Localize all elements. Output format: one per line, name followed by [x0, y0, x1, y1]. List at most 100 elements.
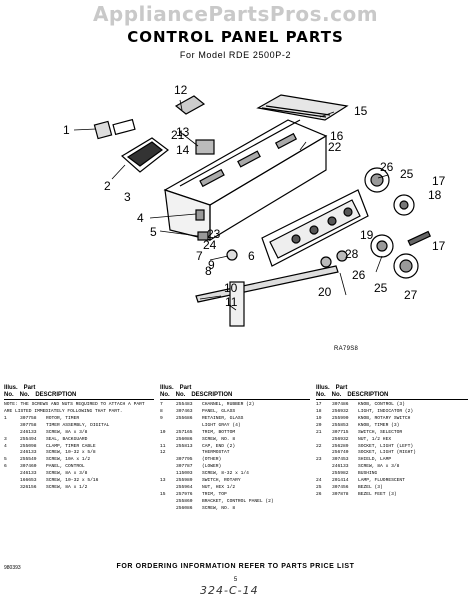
part-description: RETAINER, GLASS [202, 415, 244, 421]
illus-no [316, 437, 332, 444]
part-description: BUSHING [358, 471, 378, 477]
end-cap [229, 281, 245, 327]
part-description: BEZEL (3) [358, 484, 383, 490]
watermark: AppliancePartsPros.com [92, 2, 379, 26]
page-title: CONTROL PANEL PARTS [127, 28, 344, 46]
part-no: 255990 [332, 415, 349, 421]
part-description: SCREW, 10A x 1/2 [46, 457, 91, 463]
callout-17b: 17 [432, 239, 446, 253]
part-no [176, 423, 202, 430]
parts-row: 5 255549 SCREW, 10A x 1/2 [4, 457, 154, 464]
illus-no: 6 [4, 464, 7, 470]
illus-no: 9 [160, 415, 163, 421]
backguard-seal [120, 137, 169, 173]
illus-no: 10 [160, 429, 166, 435]
illus-no: 26 [316, 491, 322, 497]
callout-12: 12 [174, 83, 188, 97]
part-no: 255989 [176, 477, 193, 483]
illus-no: 23 [316, 457, 322, 463]
callout-28: 28 [345, 247, 359, 261]
illus-no: 20 [316, 422, 322, 428]
illus-no [4, 423, 20, 430]
part-description: SCREW, 8A x 3/8 [46, 471, 88, 477]
part-no: 256086 [176, 436, 193, 442]
part-no: 256932 [332, 436, 349, 442]
part-no: 307486 [332, 402, 349, 408]
part-description: SHIELD, LAMP [358, 457, 392, 463]
part-description: (OTHER) [202, 457, 222, 463]
document-code: 980393 [4, 565, 21, 571]
part-no: 256289 [332, 443, 349, 449]
callout-numbers: 1 2 3 4 5 6 7 8 9 10 11 12 13 14 15 16 1… [63, 83, 446, 309]
part-description: NUT, HEX 1/2 [202, 484, 236, 490]
part-no: 255982 [332, 471, 349, 477]
callout-10: 10 [224, 281, 238, 295]
parts-row: LIGHT GRAY (4) [160, 423, 310, 430]
illus-no: 1 [4, 415, 7, 421]
illus-no [160, 499, 176, 506]
illus-no [160, 457, 176, 464]
parts-row: 307787(LOWER) [160, 464, 310, 471]
handwritten-note: 324-C-14 [200, 584, 259, 597]
parts-list-column-1: Illus.Part No.No.DESCRIPTION NOTE: THE S… [4, 385, 154, 492]
parts-row: 13 255989 SWITCH, ROTARY [160, 478, 310, 485]
illus-no: 13 [160, 477, 166, 483]
part-description: SCREW, 8A x 1/2 [46, 484, 88, 490]
part-description: NUT, 1/2 HEX [358, 436, 392, 442]
callout-13: 13 [176, 125, 190, 139]
callout-21: 21 [171, 128, 185, 142]
part-no: 307878 [332, 491, 349, 497]
illus-no: 11 [160, 443, 166, 449]
parts-row: 26 307878 BEZEL FEET (3) [316, 492, 468, 499]
part-no: 307795 [176, 457, 193, 463]
part-description: BEZEL FEET (3) [358, 491, 397, 497]
callout-27: 27 [404, 288, 418, 302]
part-no: 255549 [20, 457, 37, 463]
timer-assembly [174, 95, 206, 115]
illus-no [316, 471, 332, 478]
illus-no: 7 [160, 402, 163, 408]
part-description: SCREW, NO. 8 [202, 505, 236, 511]
illus-no [160, 464, 176, 471]
parts-row: 307795 (OTHER) [160, 457, 310, 464]
callout-4: 4 [137, 211, 144, 225]
part-no: 201414 [332, 477, 349, 483]
parts-row: 255982 BUSHING [316, 471, 468, 478]
illus-no: 3 [4, 436, 7, 442]
illus-no: 12 [160, 450, 166, 456]
part-description: SCREW, 8A x 3/8 [46, 429, 88, 435]
screws-note: NOTE: THE SCREWS AND NUTS REQUIRED TO AT… [4, 402, 145, 415]
part-description: KNOB, TIMER (3) [358, 422, 400, 428]
callout-20: 20 [318, 285, 332, 299]
illus-no: 5 [4, 457, 7, 463]
glass-panel [261, 189, 369, 267]
illus-no: 22 [316, 443, 322, 449]
illus-no: 15 [160, 491, 166, 497]
part-description: SCREW, 8A x 3/8 [358, 464, 400, 470]
part-no: 257165 [176, 429, 193, 435]
exploded-parts-diagram: 1 2 3 4 5 6 7 8 9 10 11 12 13 14 15 16 1… [63, 83, 446, 327]
part-description: LIGHT GRAY (4) [202, 422, 241, 428]
part-description: KNOB, CONTROL (3) [358, 402, 405, 408]
part-description: SWITCH, ROTARY [202, 477, 241, 483]
part-no: 166653 [20, 477, 37, 483]
part-no: 255860 [176, 498, 193, 504]
part-description: LIGHT, INDICATOR (2) [358, 409, 414, 415]
callout-23: 23 [207, 227, 221, 241]
illus-no [160, 437, 176, 444]
